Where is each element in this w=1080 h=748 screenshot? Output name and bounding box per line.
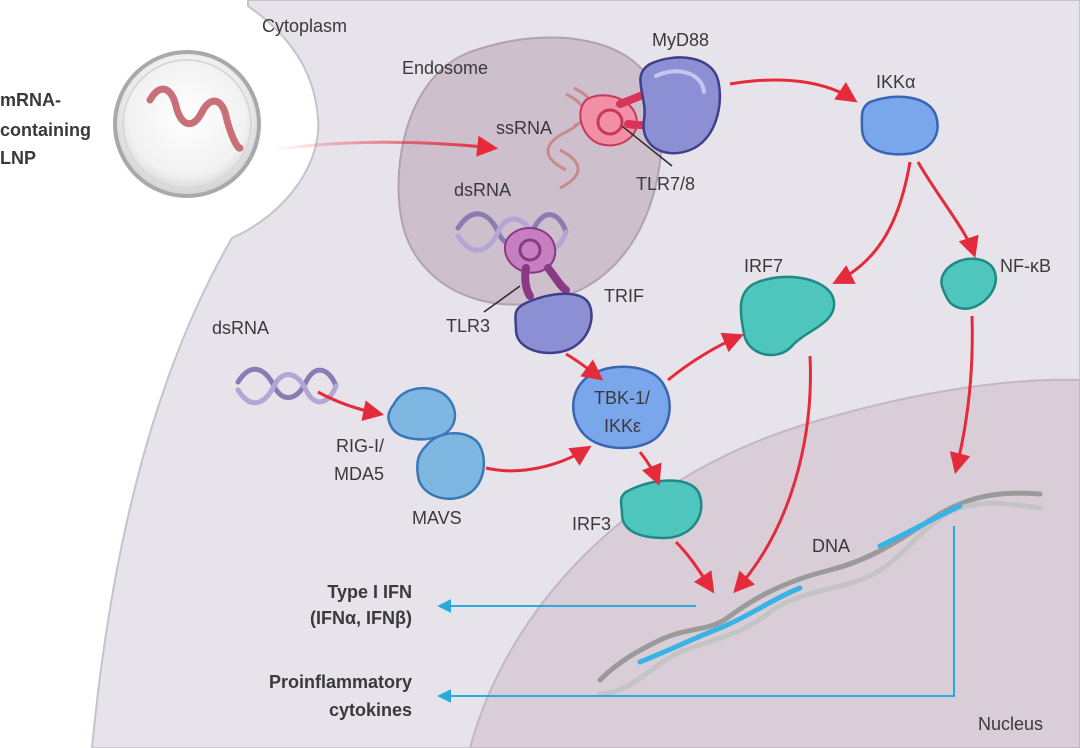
arrow-trif-to-tbk [565, 352, 604, 381]
dsrna-cytoplasm-icon [235, 366, 339, 406]
arrow-irf3-to-dna [674, 540, 715, 594]
label-dsrna-cytoplasm: dsRNA [212, 318, 269, 338]
label-myd88: MyD88 [652, 30, 709, 50]
output-arrows [437, 526, 955, 703]
arrow-nfkb-to-dna [949, 315, 974, 475]
label-lnp-line3: LNP [0, 148, 36, 168]
label-nfkb: NF-κB [1000, 256, 1051, 276]
label-cytoplasm: Cytoplasm [262, 16, 347, 36]
label-cytokines-line2: cytokines [329, 700, 412, 720]
dna-helix-icon [597, 490, 1043, 697]
arrow-ikka-to-irf7 [832, 161, 912, 284]
mavs-protein-icon [416, 432, 486, 501]
arrow-tbk-to-irf7 [667, 332, 744, 382]
label-endosome: Endosome [402, 58, 488, 78]
irf3-protein-icon [619, 479, 703, 540]
arrow-myd88-to-ikka [729, 78, 858, 103]
label-nucleus: Nucleus [978, 714, 1043, 734]
arrow-ikka-to-nfkb [916, 161, 979, 258]
arrow-irf7-to-dna [733, 355, 812, 594]
label-irf3: IRF3 [572, 514, 611, 534]
label-irf7: IRF7 [744, 256, 783, 276]
arrow-dna-to-cytokines [437, 526, 955, 703]
arrow-tbk-to-irf3 [638, 451, 662, 486]
ikka-protein-icon [860, 95, 939, 156]
tbk1-ikke-protein-icon [572, 365, 671, 450]
trif-protein-icon [514, 292, 593, 355]
label-ikka: IKKα [876, 72, 915, 92]
label-rigi-line2: MDA5 [334, 464, 384, 484]
lnp-mrna-icon [146, 85, 244, 152]
irf7-protein-icon [739, 275, 836, 357]
label-dsrna-endosome: dsRNA [454, 180, 511, 200]
arrow-mavs-to-tbk [485, 445, 592, 473]
label-lnp-line1: mRNA- [0, 90, 61, 110]
arrow-dsrna-to-rigi [317, 390, 385, 421]
label-lnp-line2: containing [0, 120, 91, 140]
label-dna: DNA [812, 536, 850, 556]
label-tbk-line2: IKKε [604, 416, 641, 436]
tlr3-receptor-icon [503, 226, 570, 300]
arrow-lnp-to-endosome [271, 135, 499, 157]
label-ssrna: ssRNA [496, 118, 552, 138]
label-rigi-line1: RIG-I/ [336, 436, 384, 456]
label-tlr78: TLR7/8 [636, 174, 695, 194]
nucleus [468, 378, 1080, 748]
label-type1ifn-line2: (IFNα, IFNβ) [310, 608, 412, 628]
label-tbk-line1: TBK-1/ [594, 388, 650, 408]
label-cytokines-line1: Proinflammatory [269, 672, 412, 692]
label-type1ifn-line1: Type I IFN [327, 582, 412, 602]
label-mavs: MAVS [412, 508, 462, 528]
nfkb-protein-icon [940, 257, 997, 310]
label-tlr3: TLR3 [446, 316, 490, 336]
label-trif: TRIF [604, 286, 644, 306]
signaling-arrows [317, 78, 979, 594]
